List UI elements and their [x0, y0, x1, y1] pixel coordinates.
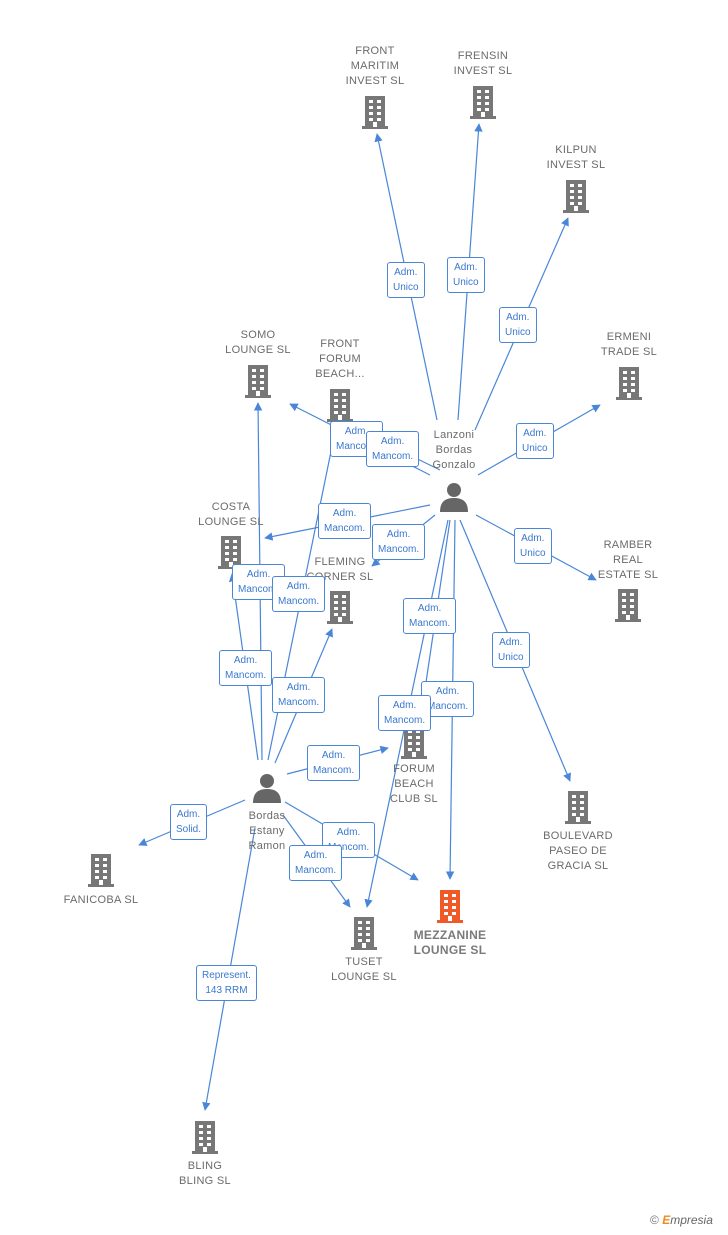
building-icon[interactable] — [327, 389, 353, 422]
building-icon[interactable] — [351, 917, 377, 950]
edge-role-label[interactable]: Adm. Mancom. — [372, 524, 426, 560]
brand-name: mpresia — [670, 1213, 713, 1227]
edge-role-label[interactable]: Adm. Mancom. — [289, 845, 343, 881]
empresia-logo[interactable]: © Empresia — [650, 1213, 713, 1227]
company-label-kilpun[interactable]: KILPUN INVEST SL — [546, 144, 606, 171]
edge-role-label[interactable]: Adm. Unico — [514, 528, 552, 564]
edge-role-label[interactable]: Adm. Mancom. — [272, 677, 326, 713]
building-icon[interactable] — [245, 365, 271, 398]
edge-role-label[interactable]: Adm. Unico — [387, 262, 425, 298]
building-icon[interactable] — [192, 1121, 218, 1154]
company-label-fanicoba[interactable]: FANICOBA SL — [63, 894, 139, 906]
edge-role-label[interactable]: Adm. Mancom. — [307, 745, 361, 781]
company-label-ramber[interactable]: RAMBER REAL ESTATE SL — [597, 539, 659, 581]
building-icon[interactable] — [88, 854, 114, 887]
company-label-somo[interactable]: SOMO LOUNGE SL — [225, 329, 291, 356]
company-label-forum-beach[interactable]: FORUM BEACH CLUB SL — [390, 763, 438, 805]
edge-role-label[interactable]: Adm. Unico — [499, 307, 537, 343]
company-label-frensin[interactable]: FRENSIN INVEST SL — [453, 50, 513, 77]
person-label-bordas[interactable]: Bordas Estany Ramon — [248, 810, 286, 852]
person-icon[interactable] — [253, 774, 281, 803]
building-icon[interactable] — [362, 96, 388, 129]
edge-role-label[interactable]: Adm. Mancom. — [366, 431, 420, 467]
company-label-front-maritim[interactable]: FRONT MARITIM INVEST SL — [345, 45, 405, 87]
person-icon[interactable] — [440, 483, 468, 512]
node-icons — [88, 86, 642, 1154]
building-icon[interactable] — [563, 180, 589, 213]
edge-role-label[interactable]: Adm. Solid. — [170, 804, 208, 840]
edge-role-label[interactable]: Represent. 143 RRM — [196, 965, 257, 1001]
company-label-tuset[interactable]: TUSET LOUNGE SL — [331, 956, 397, 983]
edge-role-label[interactable]: Adm. Mancom. — [378, 695, 432, 731]
company-label-mezzanine[interactable]: MEZZANINE LOUNGE SL — [413, 928, 487, 957]
brand-e: E — [662, 1213, 671, 1227]
company-label-ermeni[interactable]: ERMENI TRADE SL — [600, 331, 658, 358]
company-label-front-forum[interactable]: FRONT FORUM BEACH... — [315, 338, 365, 380]
company-label-costa[interactable]: COSTA LOUNGE SL — [198, 501, 264, 528]
edge-role-label[interactable]: Adm. Unico — [492, 632, 530, 668]
edge-role-label[interactable]: Adm. Mancom. — [272, 576, 326, 612]
building-icon[interactable] — [615, 589, 641, 622]
company-label-bling[interactable]: BLING BLING SL — [179, 1160, 231, 1187]
person-label-lanzoni[interactable]: Lanzoni Bordas Gonzalo — [432, 429, 476, 471]
building-icon[interactable] — [470, 86, 496, 119]
edge-role-label[interactable]: Adm. Mancom. — [403, 598, 457, 634]
building-icon[interactable] — [616, 367, 642, 400]
copyright-symbol: © — [650, 1213, 659, 1227]
company-label-fleming[interactable]: FLEMING CORNER SL — [306, 556, 374, 583]
edge-role-label[interactable]: Adm. Mancom. — [219, 650, 273, 686]
edge-role-label[interactable]: Adm. Unico — [516, 423, 554, 459]
edge-role-label[interactable]: Adm. Mancom. — [318, 503, 372, 539]
building-icon[interactable] — [327, 591, 353, 624]
company-label-boulevard[interactable]: BOULEVARD PASEO DE GRACIA SL — [543, 830, 613, 872]
building-icon[interactable] — [437, 890, 463, 923]
building-icon[interactable] — [565, 791, 591, 824]
edge-role-label[interactable]: Adm. Unico — [447, 257, 485, 293]
